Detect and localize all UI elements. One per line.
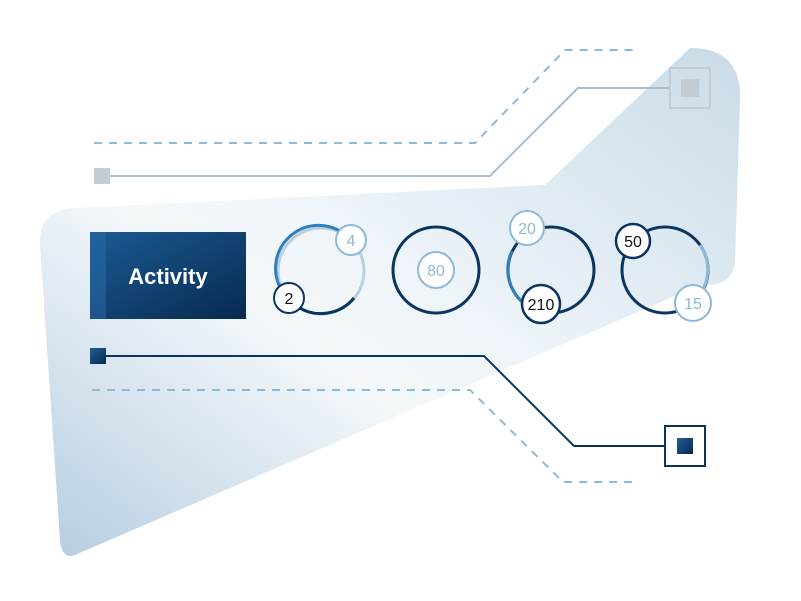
gauge-1-bottom-value: 2 <box>285 291 294 308</box>
gauge-4-bottom-value: 15 <box>684 296 702 313</box>
bottom-connector-line <box>106 355 665 447</box>
activity-box: Activity <box>90 232 246 319</box>
bottom-dashed-line <box>92 389 635 483</box>
gauge-1-top-value: 4 <box>347 233 356 250</box>
bottom-end-square <box>677 438 693 454</box>
top-connector-line <box>110 87 670 177</box>
top-start-square <box>94 168 110 184</box>
top-dashed-line <box>94 49 638 144</box>
gauge-3-bottom-value: 210 <box>528 297 555 314</box>
gauge-3-top-value: 20 <box>518 221 536 238</box>
activity-title: Activity <box>128 264 208 289</box>
gauge-4: 50 15 <box>614 222 712 322</box>
top-end-frame <box>669 67 711 109</box>
gauge-4-top-value: 50 <box>624 234 642 251</box>
top-end-square <box>681 79 699 97</box>
gauge-3: 20 210 <box>506 210 596 325</box>
background-shape <box>39 48 741 556</box>
gauge-2-value: 80 <box>427 263 445 280</box>
gauge-2: 80 <box>391 225 481 315</box>
gauge-1: 4 2 <box>273 223 367 316</box>
bottom-start-square <box>90 348 106 364</box>
